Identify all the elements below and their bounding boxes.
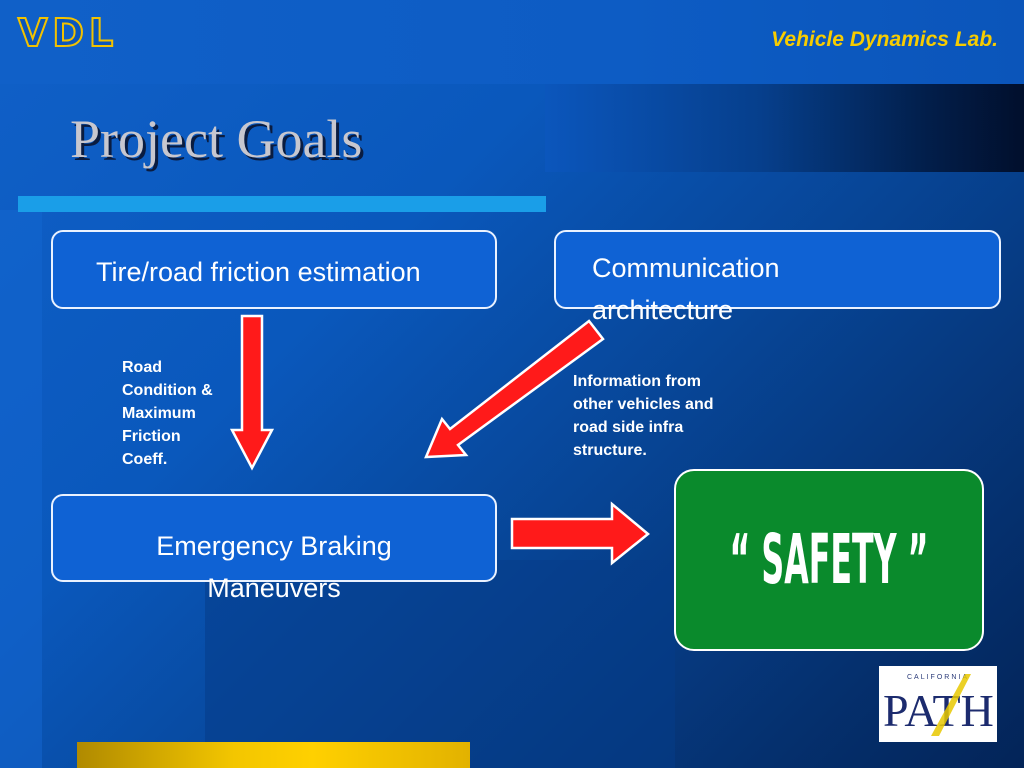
- information-line: structure.: [573, 442, 647, 459]
- road-condition-line: Condition &: [122, 382, 213, 399]
- emergency-braking-box: Emergency Braking Maneuvers: [51, 494, 497, 603]
- road-condition-line: Coeff.: [122, 451, 168, 468]
- down-arrow: [229, 314, 275, 471]
- vdl-logo: VDL: [17, 11, 119, 55]
- title-underline-bar: [18, 196, 546, 212]
- road-condition-line: Friction: [122, 428, 181, 445]
- slide-title: Project Goals: [70, 109, 363, 169]
- information-line: other vehicles and: [573, 396, 714, 413]
- right-arrow: [510, 501, 650, 566]
- friction-estimation-box: Tire/road friction estimation: [51, 230, 497, 309]
- communication-label-line2: architecture: [592, 295, 734, 325]
- title-band-right: [545, 84, 1024, 172]
- safety-label: “ SAFETY ”: [729, 520, 929, 600]
- road-condition-line: Maximum: [122, 405, 196, 422]
- friction-estimation-label: Tire/road friction estimation: [96, 257, 421, 287]
- lab-name: Vehicle Dynamics Lab.: [771, 28, 998, 51]
- diagonal-arrow: [424, 319, 605, 459]
- information-line: Information from: [573, 373, 701, 390]
- braking-label-line2: Maneuvers: [207, 573, 341, 603]
- information-line: road side infra: [573, 419, 684, 436]
- communication-architecture-box: Communication architecture: [554, 230, 1001, 325]
- information-note: Information from other vehicles and road…: [573, 370, 714, 462]
- bottom-decorative-column: [205, 560, 675, 768]
- safety-sign: “ SAFETY ”: [674, 469, 984, 651]
- header-band: [0, 0, 1024, 84]
- logo-swoosh-icon: [931, 674, 971, 736]
- california-path-logo: CALIFORNIA PATH: [879, 666, 997, 742]
- bottom-gold-bar: [77, 742, 470, 768]
- braking-label-line1: Emergency Braking: [156, 531, 392, 561]
- logo-california-text: CALIFORNIA: [906, 674, 969, 681]
- road-condition-line: Road: [122, 359, 162, 376]
- left-decorative-column: [0, 210, 42, 768]
- road-condition-note: Road Condition & Maximum Friction Coeff.: [122, 356, 213, 471]
- communication-label-line1: Communication: [592, 253, 780, 283]
